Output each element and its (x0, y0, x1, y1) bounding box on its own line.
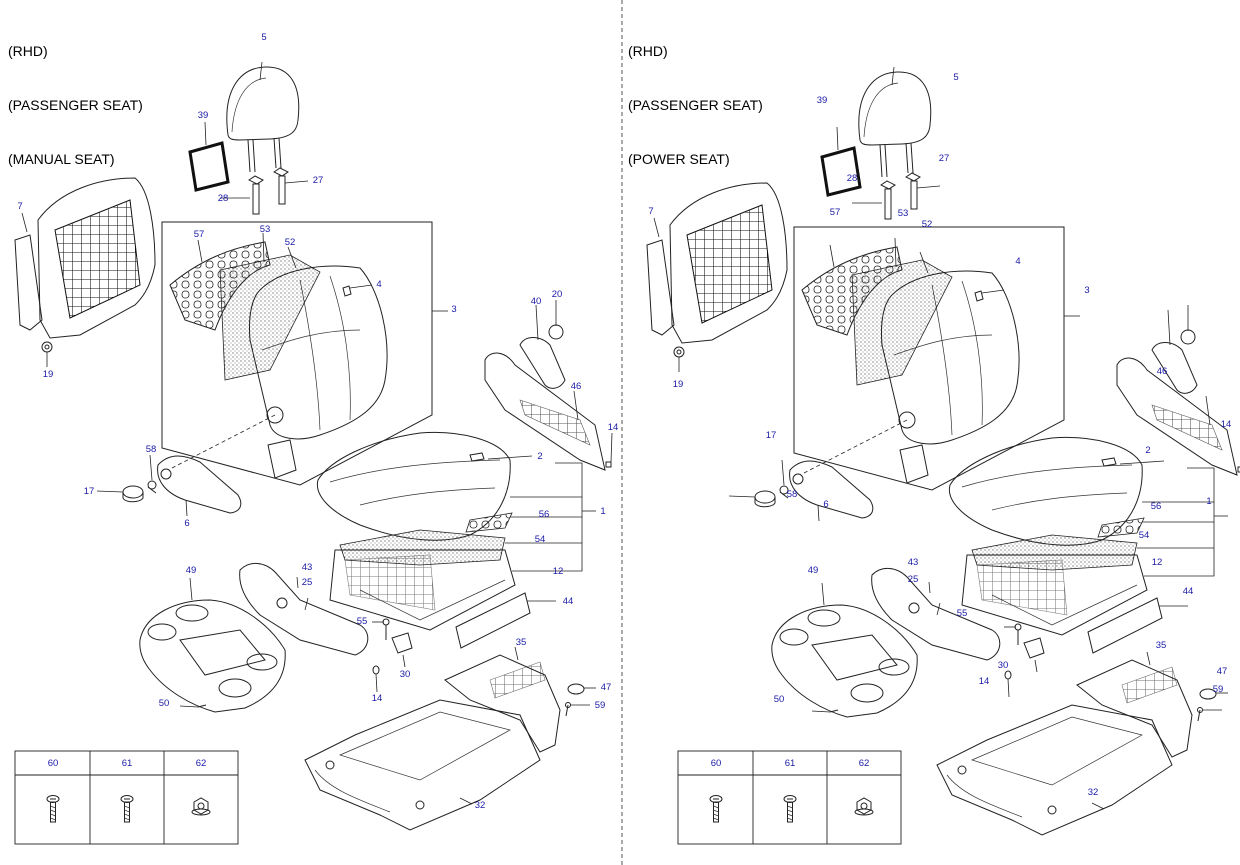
flat-head-screw-icon (709, 795, 723, 823)
left-callout-4: 4 (376, 279, 381, 290)
left-callout-57: 57 (194, 229, 205, 240)
left-callout-28: 28 (218, 193, 229, 204)
right-callout-53: 53 (898, 208, 909, 219)
left-title-line-1: (RHD) (8, 43, 48, 59)
right-callout-50: 50 (774, 694, 785, 705)
left-callout-44: 44 (563, 596, 574, 607)
left-callout-32: 32 (475, 800, 486, 811)
right-callout-49: 49 (808, 565, 819, 576)
right-title-line-2: (PASSENGER SEAT) (628, 97, 763, 113)
left-callout-56: 56 (539, 509, 550, 520)
right-callout-5: 5 (953, 72, 958, 83)
left-callout-47: 47 (601, 682, 612, 693)
right-callout-43: 43 (908, 557, 919, 568)
right-callout-54: 54 (1139, 530, 1150, 541)
left-callout-52: 52 (285, 237, 296, 248)
right-callout-55: 55 (957, 608, 968, 619)
right-callout-6: 6 (823, 499, 828, 510)
right-callout-47: 47 (1217, 666, 1228, 677)
left-callout-2: 2 (537, 451, 542, 462)
left-callout-39: 39 (198, 110, 209, 121)
left-title-line-2: (PASSENGER SEAT) (8, 97, 143, 113)
right-callout-1: 1 (1206, 496, 1211, 507)
left-callout-50: 50 (159, 698, 170, 709)
right-callout-44: 44 (1183, 586, 1194, 597)
right-callout-56: 56 (1151, 501, 1162, 512)
left-callout-7: 7 (17, 201, 22, 212)
right-panel-title: (RHD) (PASSENGER SEAT) (POWER SEAT) (628, 6, 763, 186)
right-callout-46: 46 (1157, 366, 1168, 377)
left-callout-46: 46 (571, 381, 582, 392)
right-callout-3: 3 (1084, 285, 1089, 296)
flange-nut-icon (191, 797, 211, 816)
right-callout-30: 30 (998, 660, 1009, 671)
right-seat-parts (645, 70, 1240, 837)
right-leader-lines (653, 66, 1240, 810)
right-callout-28: 28 (847, 173, 858, 184)
right-callout-52: 52 (922, 219, 933, 230)
left-callout-27: 27 (313, 175, 324, 186)
oval-head-screw-icon (120, 795, 134, 823)
right-callout-12: 12 (1152, 557, 1163, 568)
left-callout-58: 58 (146, 444, 157, 455)
left-callout-6: 6 (184, 518, 189, 529)
left-callout-1: 1 (600, 506, 605, 517)
right-callout-14: 14 (979, 676, 990, 687)
left-callout-40: 40 (531, 296, 542, 307)
flange-nut-icon (854, 797, 874, 816)
left-callout-5: 5 (261, 32, 266, 43)
right-callout-17: 17 (766, 430, 777, 441)
left-leader-lines (21, 61, 613, 805)
left-callout-35: 35 (516, 637, 527, 648)
left-callout-3: 3 (451, 304, 456, 315)
left-callout-53: 53 (260, 224, 271, 235)
flat-head-screw-icon (46, 795, 60, 823)
right-title-line-1: (RHD) (628, 43, 668, 59)
left-table-header-61: 61 (122, 758, 133, 769)
right-callout-32: 32 (1088, 787, 1099, 798)
right-callout-59: 59 (1213, 684, 1224, 695)
right-fastener-table-content: 60 61 62 (709, 758, 874, 823)
right-callout-35: 35 (1156, 640, 1167, 651)
left-callout-55: 55 (357, 616, 368, 627)
left-callout-25: 25 (302, 577, 313, 588)
left-title-line-3: (MANUAL SEAT) (8, 151, 115, 167)
right-callout-25: 25 (908, 574, 919, 585)
left-table-header-60: 60 (48, 758, 59, 769)
left-callout-49: 49 (186, 565, 197, 576)
right-callout-27: 27 (939, 153, 950, 164)
left-callout-59: 59 (595, 700, 606, 711)
left-callout-43: 43 (302, 562, 313, 573)
right-title-line-3: (POWER SEAT) (628, 151, 730, 167)
left-callout-54: 54 (535, 534, 546, 545)
right-callout-2: 2 (1145, 445, 1150, 456)
left-callout-14: 14 (608, 422, 619, 433)
left-callout-12: 12 (553, 566, 564, 577)
left-fastener-table-content: 60 61 62 (46, 758, 211, 823)
right-callout-19: 19 (673, 379, 684, 390)
left-callout-30: 30 (400, 669, 411, 680)
left-callout-14: 14 (372, 693, 383, 704)
oval-head-screw-icon (783, 795, 797, 823)
right-callout-39: 39 (817, 95, 828, 106)
left-panel-title: (RHD) (PASSENGER SEAT) (MANUAL SEAT) (8, 6, 143, 186)
left-table-header-62: 62 (196, 758, 207, 769)
left-callout-19: 19 (43, 369, 54, 380)
right-callout-4: 4 (1015, 256, 1020, 267)
right-table-header-61: 61 (785, 758, 796, 769)
right-table-header-62: 62 (859, 758, 870, 769)
left-callout-17: 17 (84, 486, 95, 497)
right-callout-58: 58 (787, 489, 798, 500)
right-table-header-60: 60 (711, 758, 722, 769)
right-callout-7: 7 (648, 206, 653, 217)
right-callout-57: 57 (830, 207, 841, 218)
right-callout-14: 14 (1221, 419, 1232, 430)
left-callout-20: 20 (552, 289, 563, 300)
